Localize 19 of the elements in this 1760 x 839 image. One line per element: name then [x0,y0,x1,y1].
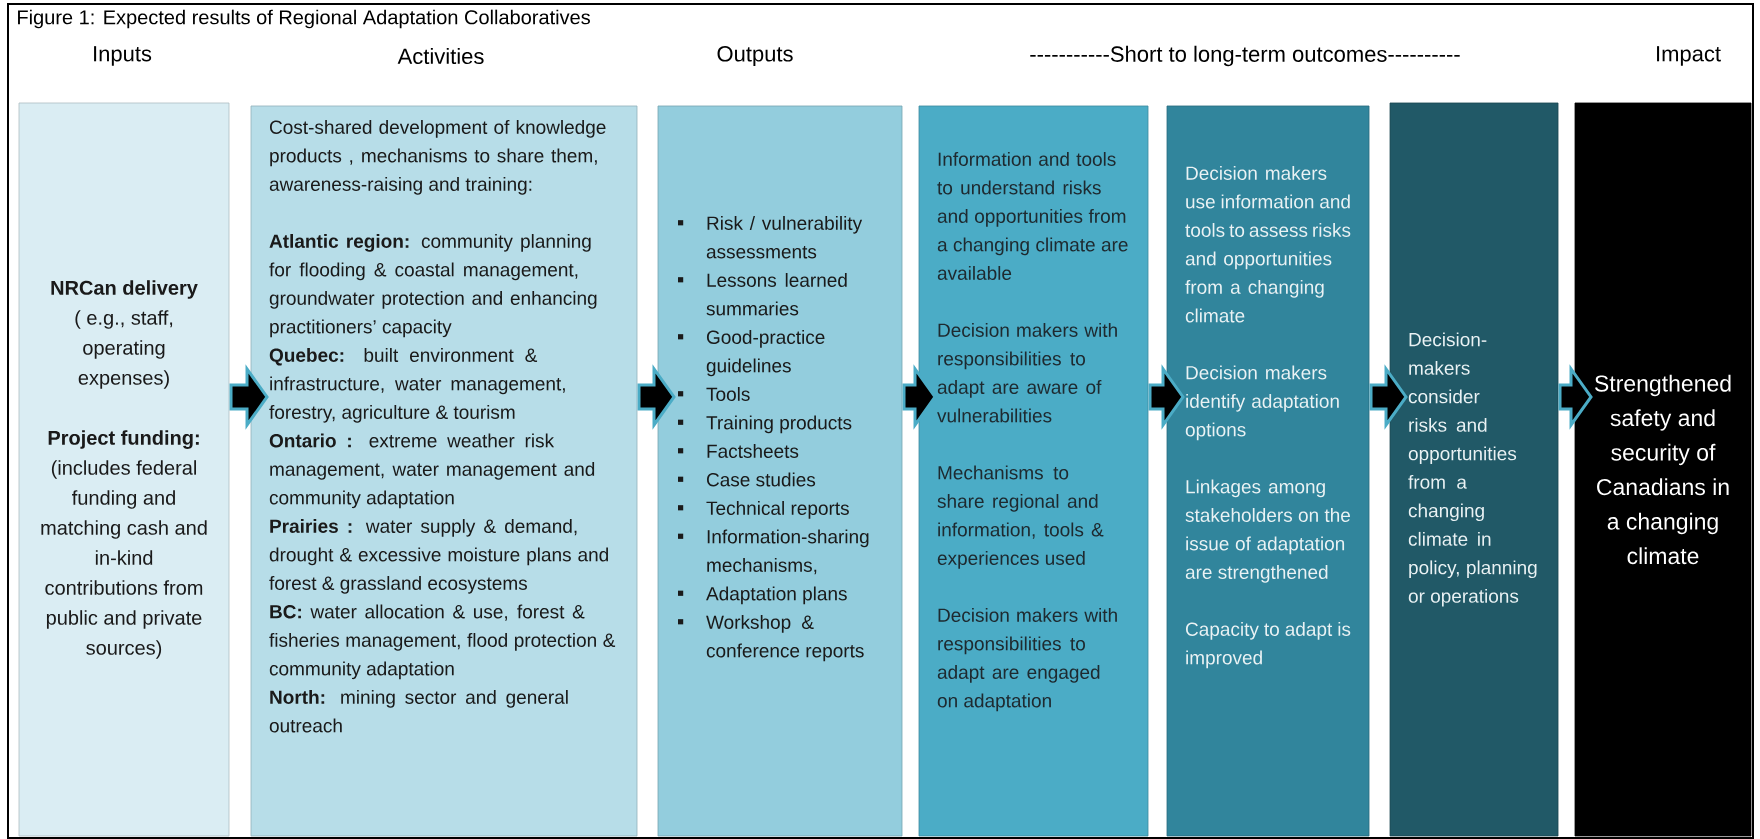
column-box: NRCan delivery ( e.g., staff, operating expenses) Project funding: (includes federal funding and matching cash and in-kind contributions from public and private sources) [18,102,230,837]
column-heading: Impact [1657,46,1721,66]
column-box: Risk / vulnerability assessments Lessons learned summaries Good-practice guidelines Tools Training products Factsheets Case studies Technical reports Information-sharing mechanisms, Adaptation plans Workshop & conference reports [657,105,903,837]
column-heading: -----------Short to long-term outcomes---------- [1030,45,1460,67]
column-box: Information and tools to understand risks and opportunities from a changing climate are available Decision makers with responsibilities to adapt are aware of vulnerabilities Mechanisms to share regional and information, tools & experiences used Decision makers with responsibilities to adapt are engaged on adaptation [918,105,1149,837]
column-heading: Outputs [717,46,793,66]
block-arrow [1558,364,1593,430]
column-box: Decision-makers consider risks and opportunities from a changing climate in policy, planning or operations [1389,102,1559,837]
column-box: Strengthened safety and security of Canadians in a changing climate [1574,102,1752,837]
block-arrow [229,364,269,430]
column-heading: Inputs [94,46,152,66]
block-arrow [1148,364,1185,430]
column-box: Cost-shared development of knowledge products , mechanisms to share them, awareness-raising and training: Atlantic region: community planning for flooding & coastal management, groundwater protection and enhancing practitioners’ capacity Quebec: built environment & infrastructure, water management, forestry, agriculture & tourism Ontario : extreme weather risk management, water management and community adaptation Prairies : water supply & demand, drought & excessive moisture plans and forest & grassland ecosystems BC: water allocation & use, forest & fisheries management, flood protection & community adaptation North: mining sector and general outreach [250,105,638,837]
block-arrow [1369,364,1408,430]
column-box: Decision makers use information and tools to assess risks and opportunities from a changing climate Decision makers identify adaptation options Linkages among stakeholders on the issue of adaptation are strengthened Capacity to adapt is improved [1166,105,1370,837]
column-heading: Activities [397,47,484,65]
block-arrow [637,364,676,430]
block-arrow [902,364,937,430]
figure-title: Figure 1: Expected results of Regional Adaptation Collaboratives [18,9,590,29]
